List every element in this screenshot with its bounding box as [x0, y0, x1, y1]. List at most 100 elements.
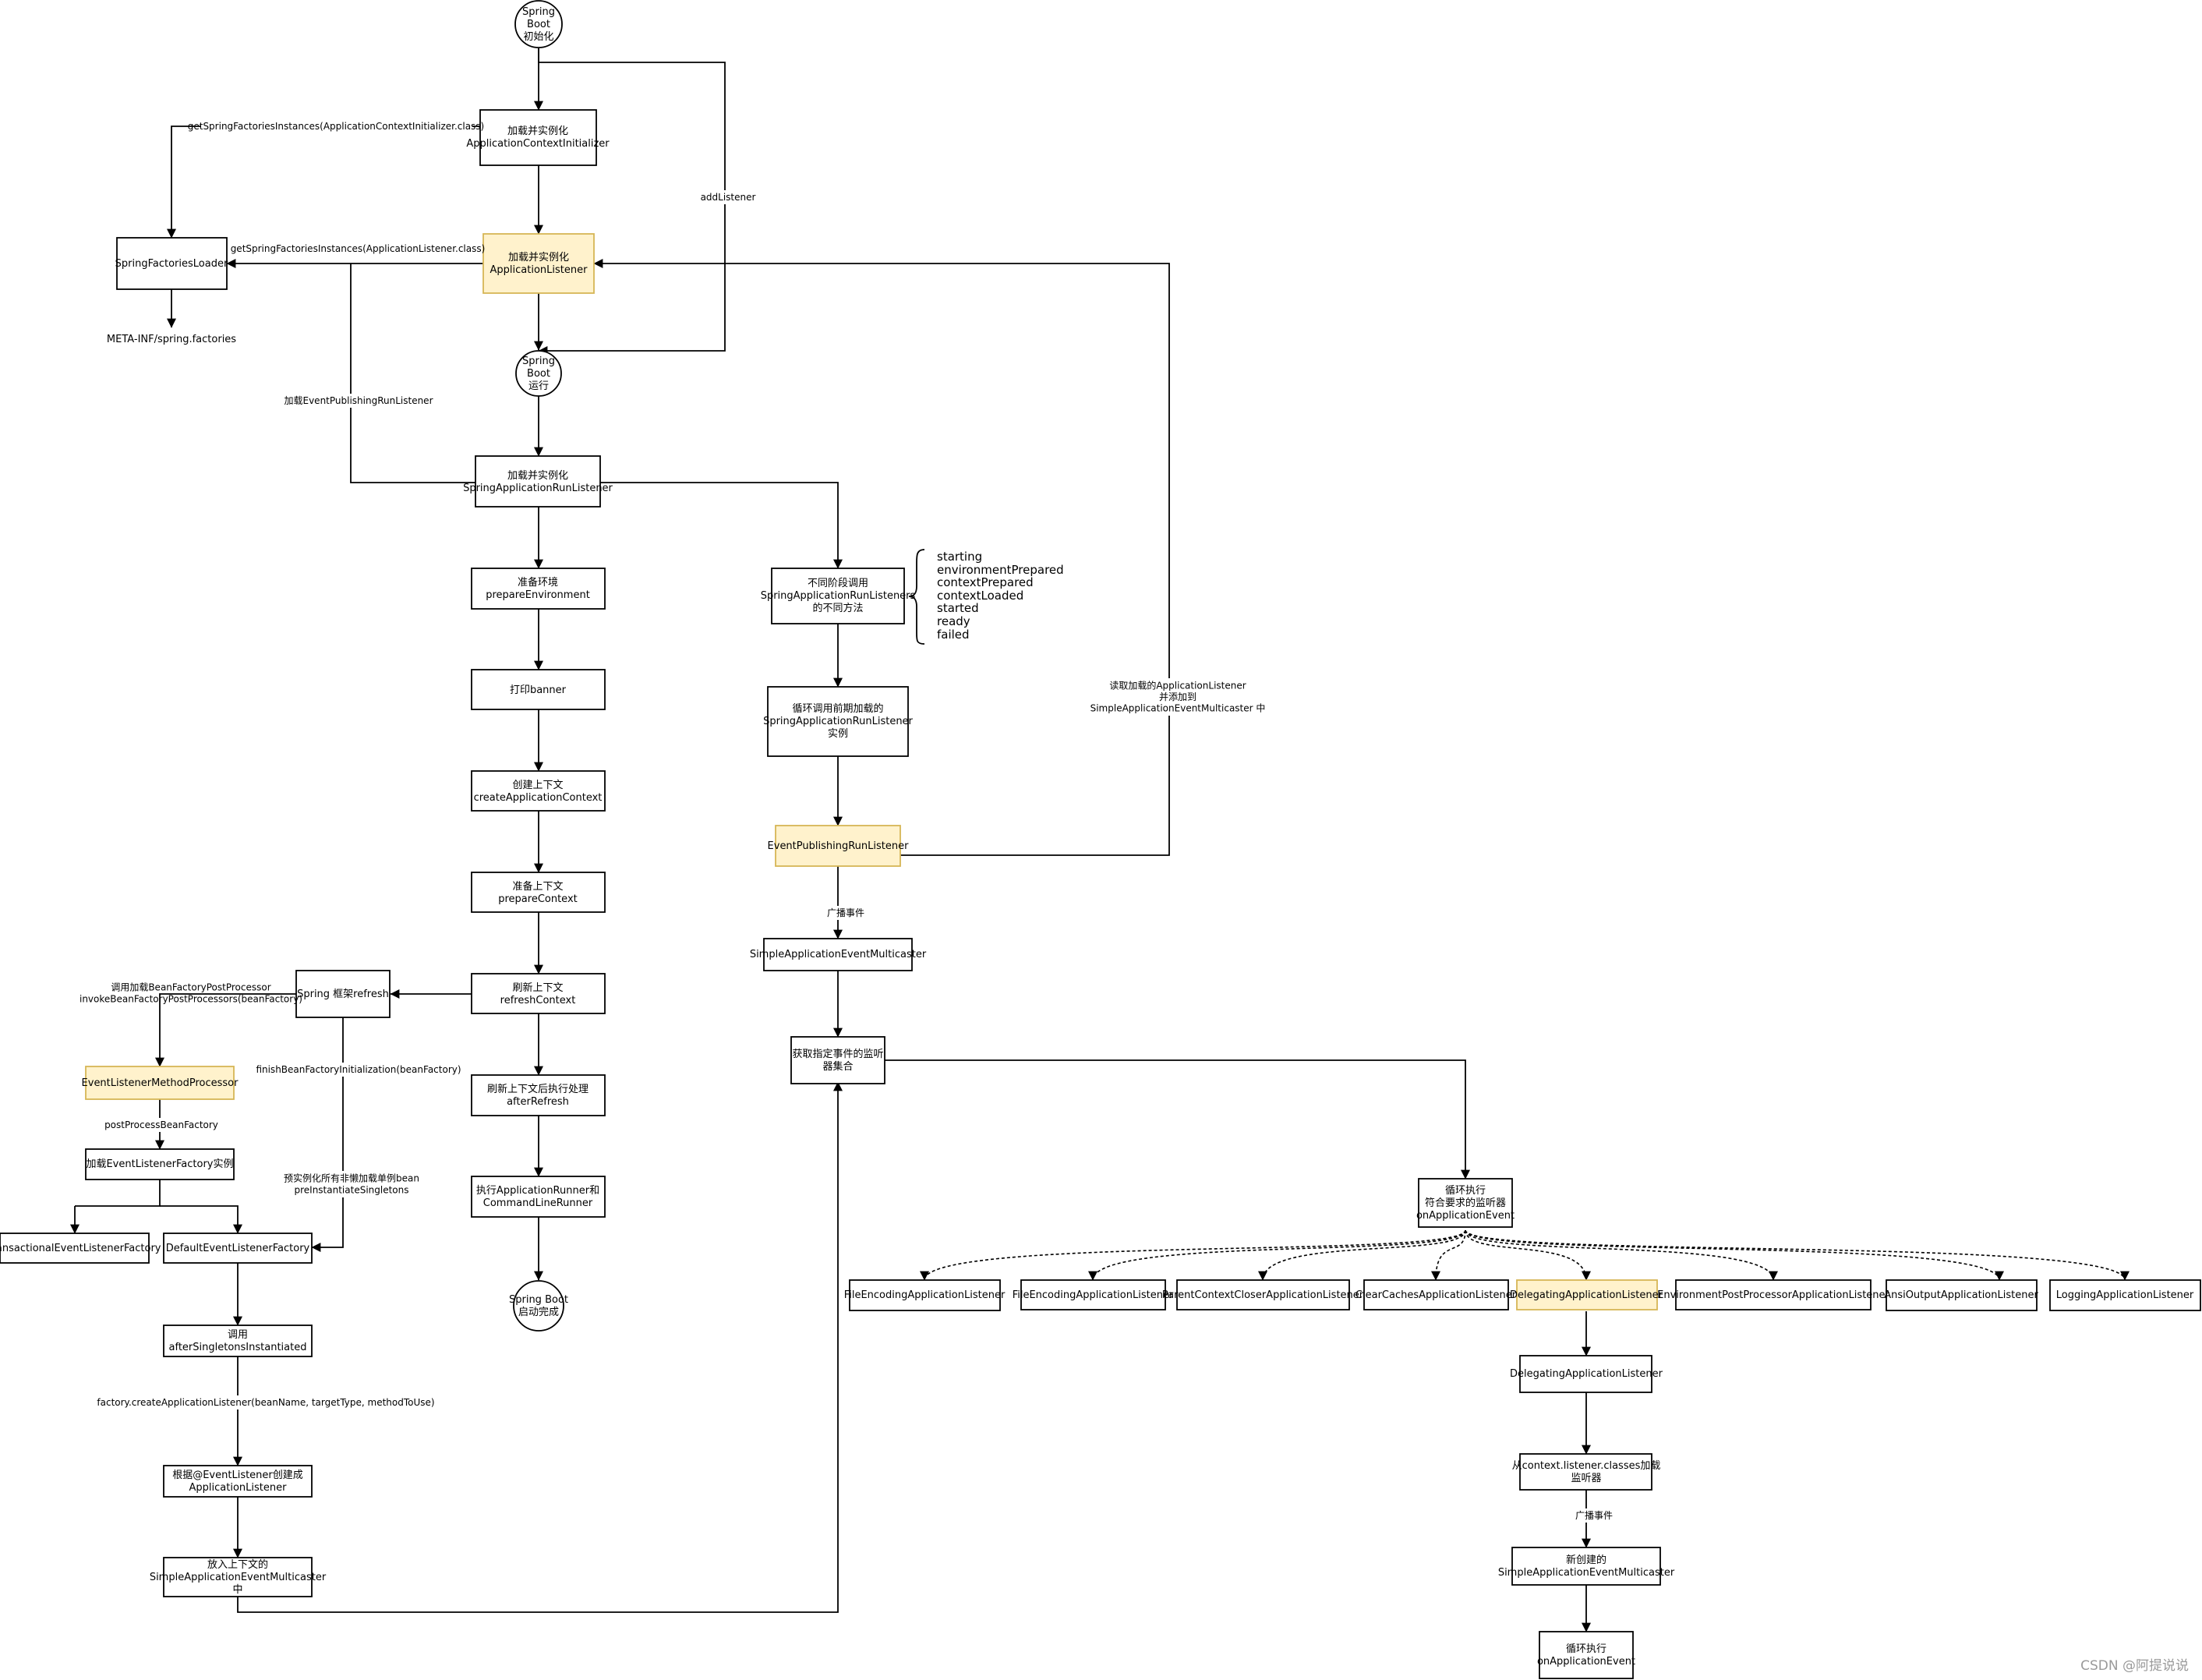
node-boot-done	[513, 1280, 564, 1332]
node-get-listeners	[790, 1036, 885, 1084]
label-get-listeners: 获取指定事件的监听器集合	[792, 1048, 883, 1073]
edge-invoke-bfpp	[155, 993, 296, 1067]
label-listener-2: FileEncodingApplicationListener	[1013, 1289, 1174, 1301]
phase-environment-prepared: environmentPrepared	[937, 563, 1064, 577]
edge-label-bg	[240, 242, 475, 256]
node-after-singletons	[163, 1325, 313, 1357]
node-print-banner	[471, 669, 606, 710]
edge-factory-split-a	[75, 1180, 161, 1207]
label-add-listener: addListener	[701, 192, 756, 203]
label-event-method-processor: EventListenerMethodProcessor	[82, 1077, 239, 1089]
label-event-publishing: EventPublishingRunListener	[768, 840, 910, 852]
node-boot-init	[514, 0, 563, 48]
edge-label-bg	[1093, 678, 1263, 716]
edge-dash-8	[1465, 1229, 2130, 1281]
node-init-run-listener	[475, 455, 601, 508]
label-listener-6: EnvironmentPostProcessorApplicationListe…	[1657, 1289, 1889, 1301]
label-broadcast-1: 广播事件	[827, 907, 864, 918]
label-create-listener-call: factory.createApplicationListener(beanNa…	[97, 1397, 434, 1408]
phase-context-loaded: contextLoaded	[937, 589, 1023, 603]
node-prepare-ctx	[471, 872, 606, 913]
edge-label-bg	[288, 394, 429, 408]
label-load-publishing: 加载EventPublishingRunListener	[285, 395, 433, 406]
label-load-from-context: 从context.listener.classes加载监听器	[1512, 1460, 1661, 1484]
label-print-banner: 打印banner	[510, 684, 567, 696]
phase-starting: starting	[937, 550, 982, 564]
label-listener-8: LoggingApplicationListener	[2056, 1289, 2194, 1301]
node-init-ctx-initializer	[479, 109, 597, 166]
node-tx-factory	[0, 1233, 150, 1264]
phase-failed: failed	[937, 628, 970, 642]
label-listener-7: AnsiOutputApplicationListener	[1884, 1289, 2038, 1301]
label-get-initializer: getSpringFactoriesInstances(ApplicationC…	[188, 121, 485, 132]
edge-get-to-loop-event	[885, 1059, 1470, 1180]
edge-finish-init	[311, 1017, 344, 1252]
phase-started: started	[937, 601, 979, 615]
phase-context-prepared: contextPrepared	[937, 575, 1034, 589]
label-default-factory: DefaultEventListenerFactory	[166, 1243, 310, 1254]
node-create-ctx	[471, 770, 606, 812]
node-create-by-annotation	[163, 1465, 313, 1498]
edge-label-bg	[287, 1171, 416, 1197]
label-broadcast-2: 广播事件	[1575, 1510, 1613, 1521]
label-finish-init: finishBeanFactoryInitialization(beanFact…	[256, 1064, 461, 1075]
edge-label-bg	[702, 190, 750, 204]
phases-list: starting environmentPrepared contextPrep…	[937, 550, 1064, 642]
node-spring-refresh	[295, 970, 391, 1018]
edge-dash-7	[1465, 1229, 2004, 1281]
phase-ready: ready	[937, 614, 970, 628]
node-run-runners	[471, 1176, 606, 1218]
edge-labels: getSpringFactoriesInstances(ApplicationC…	[80, 118, 1613, 1523]
connectors	[70, 48, 2130, 1632]
edge-dash-1	[920, 1229, 1466, 1281]
label-tx-factory: TransactionalEventListenerFactory	[0, 1243, 161, 1254]
node-final-on-event	[1539, 1631, 1634, 1679]
node-event-method-processor	[85, 1066, 235, 1100]
edge-label-bg	[1571, 1508, 1602, 1523]
edge-dash-6	[1465, 1229, 1778, 1281]
node-loop-on-event	[1418, 1178, 1513, 1228]
edge-label-bg	[109, 1118, 210, 1132]
label-listener-3: ParentContextCloserApplicationListener	[1162, 1289, 1364, 1301]
listener-box-3	[1176, 1279, 1350, 1310]
label-simple-multicaster: SimpleApplicationEventMulticaster	[750, 949, 927, 960]
label-listener-5: DelegatingApplicationListener	[1510, 1289, 1663, 1301]
listener-box-7	[1886, 1279, 2038, 1311]
watermark: CSDN @阿提说说	[2080, 1658, 2189, 1674]
edge-label-bg	[274, 1063, 444, 1077]
edge-dash-4	[1431, 1229, 1466, 1281]
node-loop-run-listener	[767, 686, 909, 757]
edge-load-publishing	[350, 263, 475, 483]
listener-box-1	[849, 1279, 1001, 1311]
listener-box-8	[2049, 1279, 2201, 1311]
label-factories-loader: SpringFactoriesLoader	[115, 258, 228, 270]
label-post-process: postProcessBeanFactory	[104, 1119, 218, 1130]
edge-label-bg	[201, 118, 472, 133]
node-prepare-env	[471, 568, 606, 610]
label-get-listener: getSpringFactoriesInstances(ApplicationL…	[231, 243, 486, 254]
node-call-run-listeners	[771, 568, 905, 624]
node-delegating-sub	[1519, 1355, 1652, 1393]
label-spring-refresh: Spring 框架refresh	[297, 989, 389, 1000]
node-put-into-multicaster	[163, 1557, 313, 1597]
edge-add-listener	[538, 48, 726, 352]
node-simple-multicaster	[763, 938, 913, 971]
